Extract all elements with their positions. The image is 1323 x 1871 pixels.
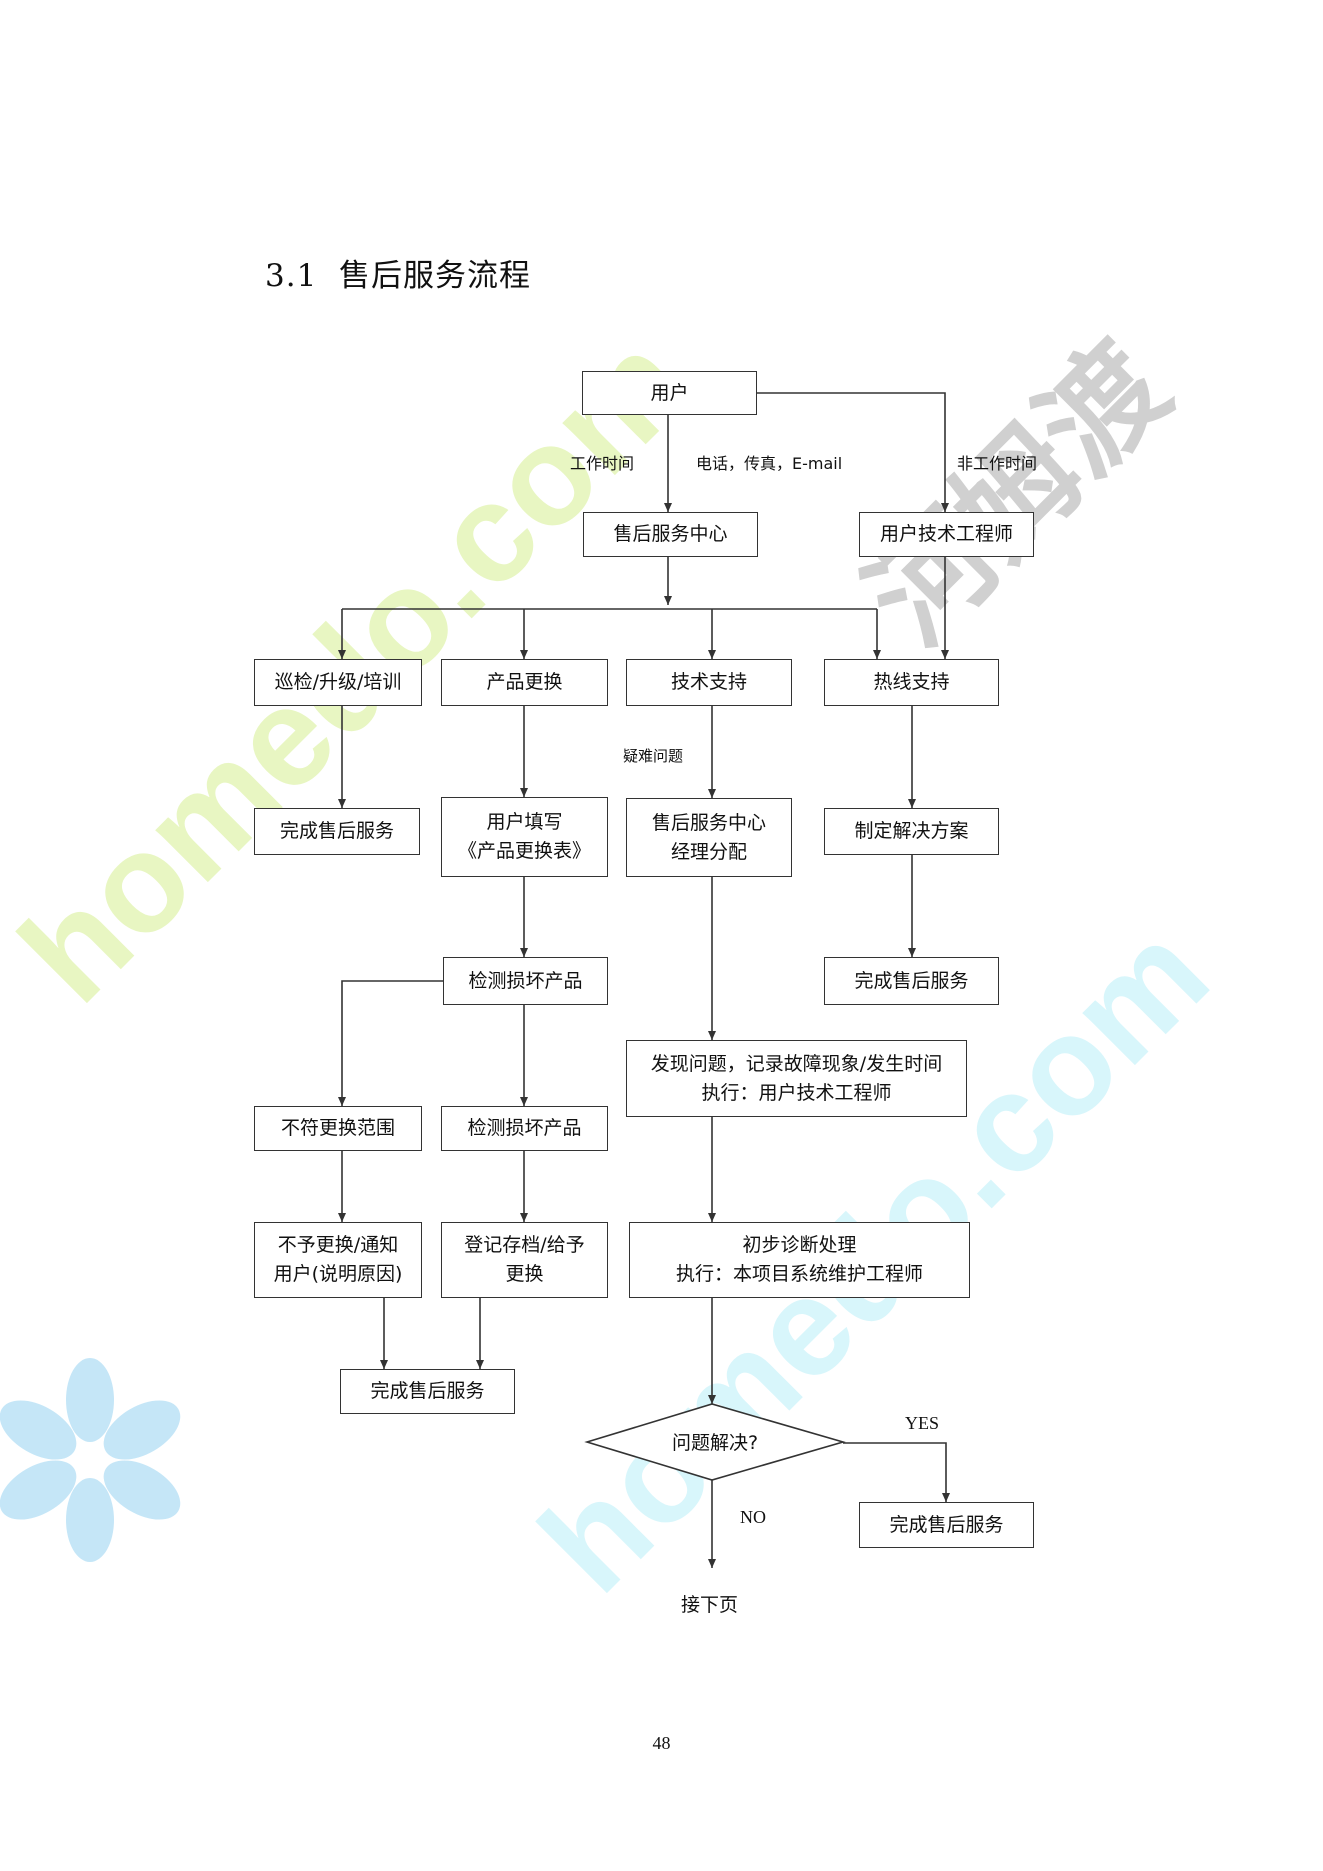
node-complete-yes-label: 完成售后服务 <box>889 1513 1004 1536</box>
node-inspect-damaged-1: 检测损坏产品 <box>443 957 608 1005</box>
node-manager-assign-line2: 经理分配 <box>670 840 747 863</box>
next-page-label: 接下页 <box>681 1594 739 1616</box>
node-complete-hotline-label: 完成售后服务 <box>854 969 969 992</box>
label-difficult: 疑难问题 <box>623 747 684 765</box>
node-fill-form-line1: 用户填写 <box>486 811 563 833</box>
label-yes: YES <box>905 1413 940 1433</box>
decision-resolved-label: 问题解决? <box>671 1432 759 1454</box>
node-out-of-scope: 不符更换范围 <box>254 1106 422 1151</box>
node-user-tech-engineer-label: 用户技术工程师 <box>879 523 1013 545</box>
node-user: 用户 <box>582 371 757 415</box>
node-no-replace: 不予更换/通知 用户(说明原因) <box>254 1222 422 1298</box>
node-complete-2: 完成售后服务 <box>340 1369 515 1414</box>
edge-detect-to-outscope <box>338 980 443 1106</box>
node-initial-diag-line2: 执行：本项目系统维护工程师 <box>675 1263 923 1285</box>
node-register: 登记存档/给予 更换 <box>441 1222 608 1298</box>
node-product-replace: 产品更换 <box>441 659 608 706</box>
node-find-problem-line2: 执行：用户技术工程师 <box>701 1081 892 1104</box>
node-user-label: 用户 <box>650 381 689 404</box>
node-inspect-damaged-2-label: 检测损坏产品 <box>467 1117 582 1139</box>
node-inspect-damaged-2: 检测损坏产品 <box>441 1106 608 1151</box>
node-hotline-support: 热线支持 <box>824 659 999 706</box>
node-initial-diag-line1: 初步诊断处理 <box>742 1234 857 1256</box>
node-register-line1: 登记存档/给予 <box>464 1234 585 1256</box>
node-service-center: 售后服务中心 <box>583 512 758 557</box>
node-manager-assign-line1: 售后服务中心 <box>651 811 766 834</box>
node-fill-form: 用户填写 《产品更换表》 <box>441 797 608 877</box>
node-make-solution: 制定解决方案 <box>824 808 999 855</box>
node-service-center-label: 售后服务中心 <box>613 523 728 545</box>
node-tech-support-label: 技术支持 <box>670 671 747 693</box>
node-hotline-support-label: 热线支持 <box>873 671 950 693</box>
label-work-time: 工作时间 <box>570 454 635 473</box>
node-out-of-scope-label: 不符更换范围 <box>280 1117 395 1139</box>
label-non-work-time: 非工作时间 <box>957 454 1038 473</box>
page-title: 3.1 售后服务流程 <box>265 258 532 294</box>
node-fill-form-line2: 《产品更换表》 <box>457 840 591 862</box>
node-no-replace-line1: 不予更换/通知 <box>277 1234 399 1256</box>
node-complete-yes: 完成售后服务 <box>859 1502 1034 1548</box>
node-inspect-upgrade-train-label: 巡检/升级/培训 <box>274 671 402 693</box>
node-complete-1: 完成售后服务 <box>254 808 420 855</box>
node-inspect-damaged-1-label: 检测损坏产品 <box>468 969 583 992</box>
decision-resolved: 问题解决? <box>587 1428 843 1455</box>
node-complete-2-label: 完成售后服务 <box>370 1380 485 1402</box>
node-user-tech-engineer: 用户技术工程师 <box>859 512 1034 557</box>
node-complete-hotline: 完成售后服务 <box>824 957 999 1005</box>
node-complete-1-label: 完成售后服务 <box>279 820 394 842</box>
decision-diamond-shape <box>584 1403 846 1481</box>
node-find-problem-line1: 发现问题，记录故障现象/发生时间 <box>650 1052 943 1075</box>
edge-user-to-engineer <box>757 392 949 512</box>
node-product-replace-label: 产品更换 <box>486 671 563 693</box>
node-make-solution-label: 制定解决方案 <box>854 820 969 842</box>
node-no-replace-line2: 用户(说明原因) <box>273 1263 403 1285</box>
node-find-problem: 发现问题，记录故障现象/发生时间 执行：用户技术工程师 <box>626 1040 967 1117</box>
node-tech-support: 技术支持 <box>626 659 792 706</box>
label-contact: 电话，传真，E-mail <box>696 454 843 473</box>
node-manager-assign: 售后服务中心 经理分配 <box>626 798 792 877</box>
page-number: 48 <box>652 1733 671 1753</box>
edge-decision-yes <box>843 1442 950 1502</box>
node-initial-diag: 初步诊断处理 执行：本项目系统维护工程师 <box>629 1222 970 1298</box>
label-no: NO <box>740 1507 766 1527</box>
node-register-line2: 更换 <box>505 1263 544 1285</box>
node-inspect-upgrade-train: 巡检/升级/培训 <box>254 659 422 706</box>
